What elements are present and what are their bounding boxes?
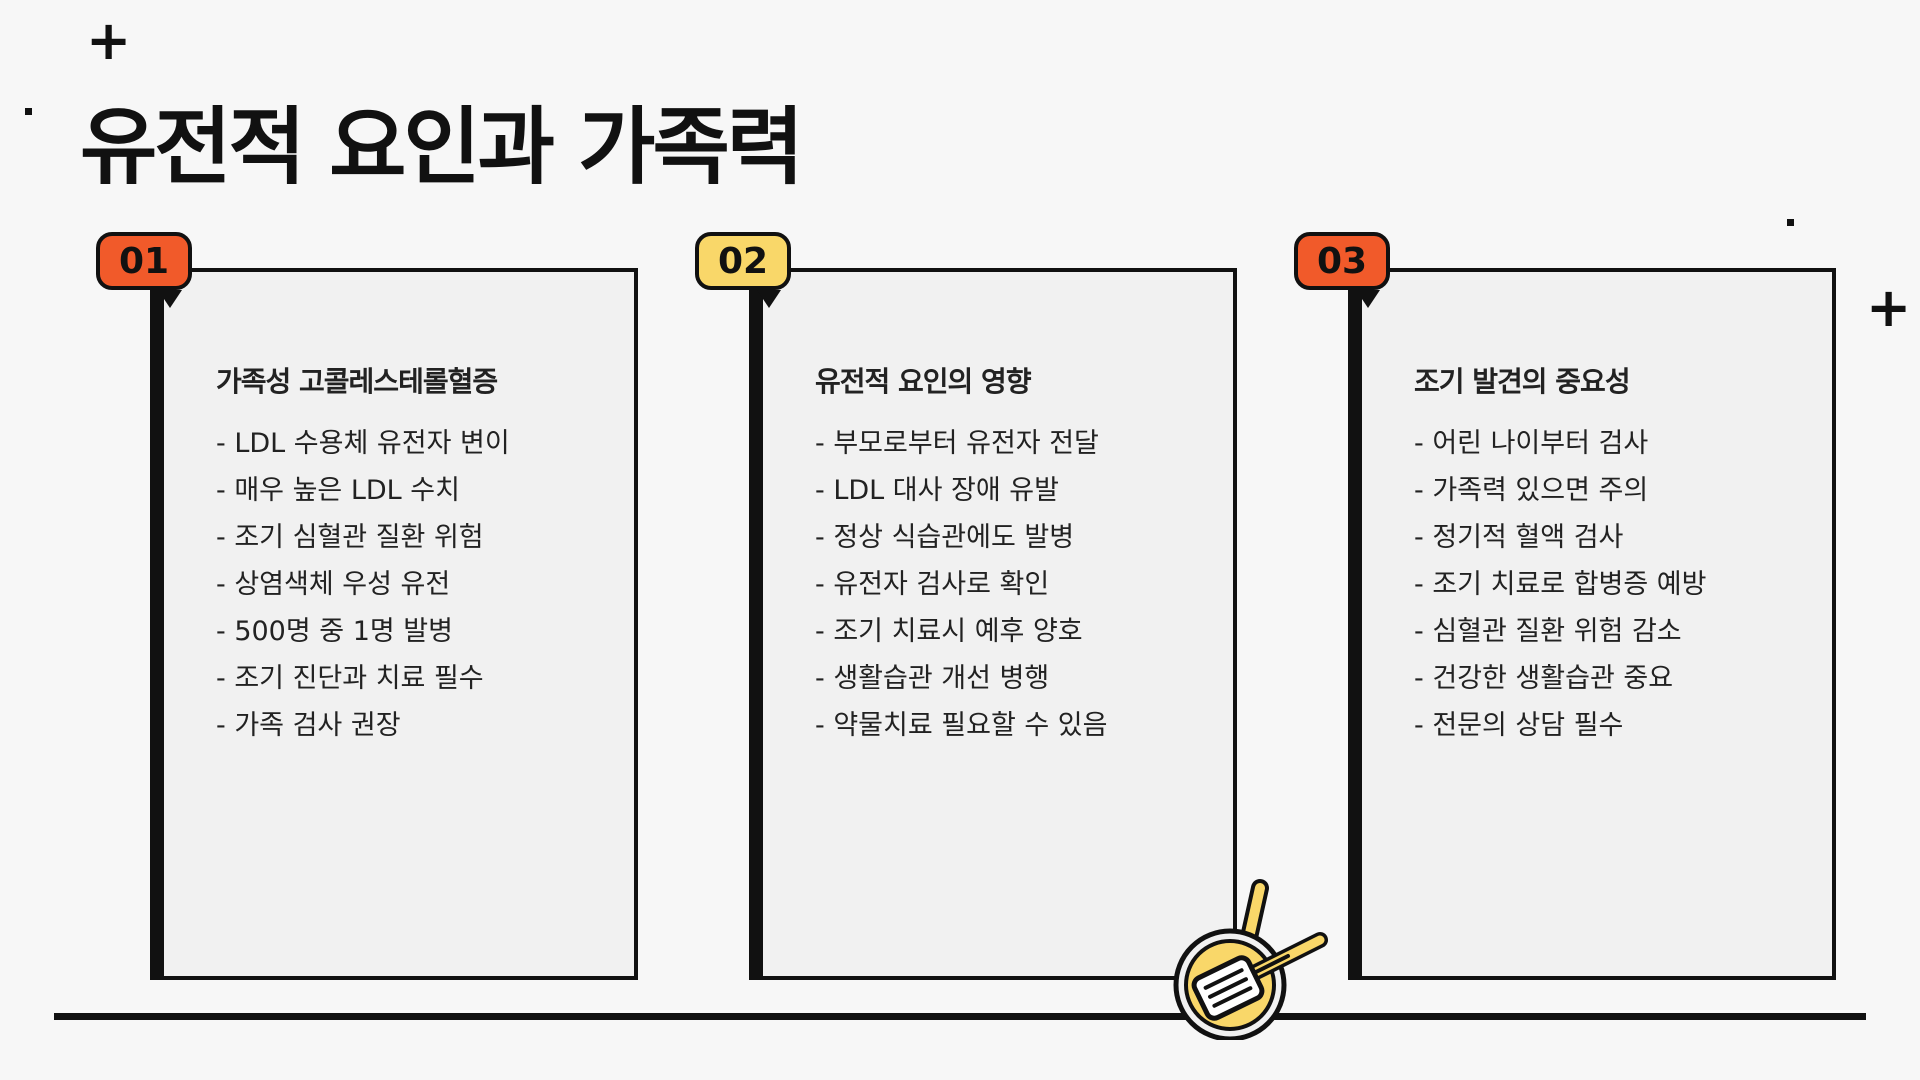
dot-icon bbox=[25, 108, 32, 115]
list-item: - 가족력 있으면 주의 bbox=[1414, 475, 1649, 506]
card-3: 03 조기 발견의 중요성 - 어린 나이부터 검사 - 가족력 있으면 주의 … bbox=[1294, 232, 1836, 980]
list-item: - 전문의 상담 필수 bbox=[1414, 710, 1624, 741]
list-item: - 부모로부터 유전자 전달 bbox=[815, 428, 1099, 459]
list-item: - 가족 검사 권장 bbox=[216, 710, 401, 741]
list-item: - 정기적 혈액 검사 bbox=[1414, 522, 1624, 553]
list-item: - 상염색체 우성 유전 bbox=[216, 569, 451, 600]
card-number-badge: 03 bbox=[1294, 232, 1390, 308]
list-item: - 유전자 검사로 확인 bbox=[815, 569, 1050, 600]
card-heading: 조기 발견의 중요성 bbox=[1414, 365, 1631, 398]
frying-pan-icon bbox=[1173, 879, 1328, 1040]
list-item: - LDL 대사 장애 유발 bbox=[815, 475, 1059, 506]
card-number-badge: 01 bbox=[96, 232, 192, 308]
card-content: 조기 발견의 중요성 - 어린 나이부터 검사 - 가족력 있으면 주의 - 정… bbox=[1414, 360, 1812, 749]
list-item: - 조기 치료로 합병증 예방 bbox=[1414, 569, 1707, 600]
list-item: - 생활습관 개선 병행 bbox=[815, 663, 1050, 694]
list-item: - 조기 심혈관 질환 위험 bbox=[216, 522, 484, 553]
card-2: 02 유전적 요인의 영향 - 부모로부터 유전자 전달 - LDL 대사 장애… bbox=[695, 232, 1237, 980]
list-item: - 건강한 생활습관 중요 bbox=[1414, 663, 1674, 694]
card-list: - 어린 나이부터 검사 - 가족력 있으면 주의 - 정기적 혈액 검사 - … bbox=[1414, 420, 1812, 749]
card-box bbox=[160, 268, 638, 980]
card-box bbox=[759, 268, 1237, 980]
card-heading: 가족성 고콜레스테롤혈증 bbox=[216, 365, 498, 398]
spatula-head bbox=[1191, 955, 1265, 1021]
plus-icon: + bbox=[86, 9, 132, 72]
card-box bbox=[1358, 268, 1836, 980]
list-item: - 조기 치료시 예후 양호 bbox=[815, 616, 1083, 647]
slide-title: 유전적 요인과 가족력 bbox=[80, 98, 804, 196]
list-item: - 500명 중 1명 발병 bbox=[216, 616, 453, 647]
card-heading: 유전적 요인의 영향 bbox=[815, 365, 1032, 398]
list-item: - 매우 높은 LDL 수치 bbox=[216, 475, 460, 506]
list-item: - 정상 식습관에도 발병 bbox=[815, 522, 1075, 553]
dot-icon bbox=[1787, 219, 1794, 226]
list-item: - 조기 진단과 치료 필수 bbox=[216, 663, 484, 694]
card-number-badge: 02 bbox=[695, 232, 791, 308]
card-content: 유전적 요인의 영향 - 부모로부터 유전자 전달 - LDL 대사 장애 유발… bbox=[815, 360, 1213, 749]
baseline-divider bbox=[54, 1013, 1866, 1020]
card-list: - LDL 수용체 유전자 변이 - 매우 높은 LDL 수치 - 조기 심혈관… bbox=[216, 420, 614, 749]
spatula-handle bbox=[1244, 932, 1328, 982]
plus-icon: + bbox=[1866, 276, 1912, 339]
list-item: - LDL 수용체 유전자 변이 bbox=[216, 428, 510, 459]
list-item: - 어린 나이부터 검사 bbox=[1414, 428, 1649, 459]
card-list: - 부모로부터 유전자 전달 - LDL 대사 장애 유발 - 정상 식습관에도… bbox=[815, 420, 1213, 749]
list-item: - 약물치료 필요할 수 있음 bbox=[815, 710, 1108, 741]
card-1: 01 가족성 고콜레스테롤혈증 - LDL 수용체 유전자 변이 - 매우 높은… bbox=[96, 232, 638, 980]
list-item: - 심혈관 질환 위험 감소 bbox=[1414, 616, 1682, 647]
card-content: 가족성 고콜레스테롤혈증 - LDL 수용체 유전자 변이 - 매우 높은 LD… bbox=[216, 360, 614, 749]
